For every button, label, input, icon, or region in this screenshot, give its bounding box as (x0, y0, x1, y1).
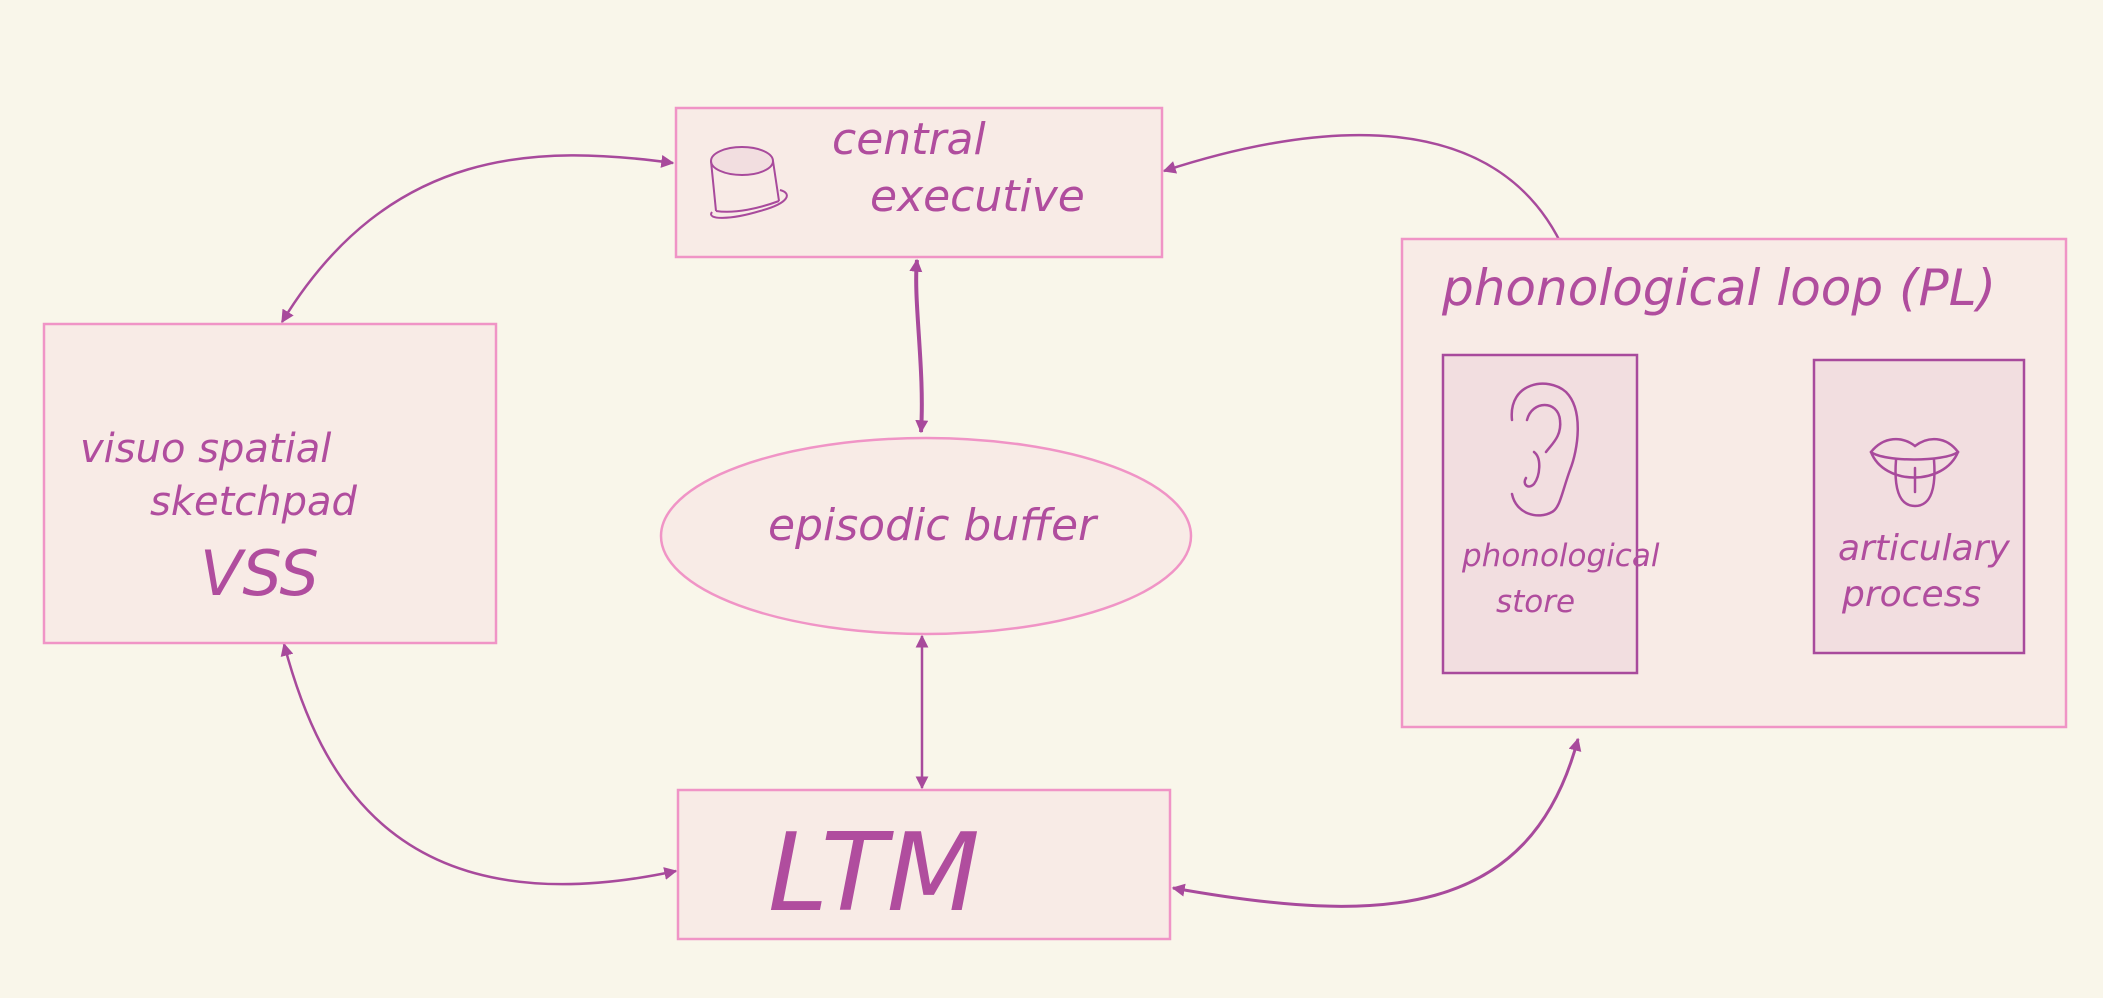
vss-label-line2: sketchpad (150, 479, 358, 525)
ear-icon (1510, 382, 1579, 517)
central-executive-node: central executive (674, 106, 1164, 259)
phonological-store-label-line2: store (1496, 584, 1575, 620)
arrow-ce-pl (1162, 133, 1567, 254)
arrow-ce-eb (909, 258, 929, 434)
top-hat-icon (710, 146, 788, 219)
vss-label-line1: visuo spatial (80, 426, 331, 472)
phonological-store-label-line1: phonological (1461, 538, 1660, 574)
articulatory-process-label-line2: process (1841, 574, 1981, 615)
phonological-store-node: phonological store (1441, 353, 1660, 675)
arrow-ce-vss (280, 154, 675, 324)
vss-node: visuo spatial sketchpad VSS (42, 322, 498, 645)
articulatory-process-label-line1: articulary (1838, 528, 2010, 569)
articulatory-process-node: articulary process (1812, 358, 2026, 655)
phonological-loop-node: phonological loop (PL) phonological stor… (1400, 237, 2068, 729)
central-executive-label-line2: executive (870, 171, 1085, 222)
phonological-loop-title: phonological loop (PL) (1441, 259, 1996, 317)
arrow-vss-ltm (280, 642, 678, 886)
arrow-ltm-pl (1171, 737, 1582, 908)
vss-label-line3: VSS (200, 537, 319, 610)
ltm-node: LTM (676, 788, 1172, 941)
episodic-buffer-label: episodic buffer (768, 500, 1099, 551)
central-executive-label-line1: central (832, 114, 986, 165)
mouth-tongue-icon (1869, 438, 1960, 508)
ltm-label: LTM (768, 811, 980, 936)
episodic-buffer-node: episodic buffer (659, 436, 1193, 636)
